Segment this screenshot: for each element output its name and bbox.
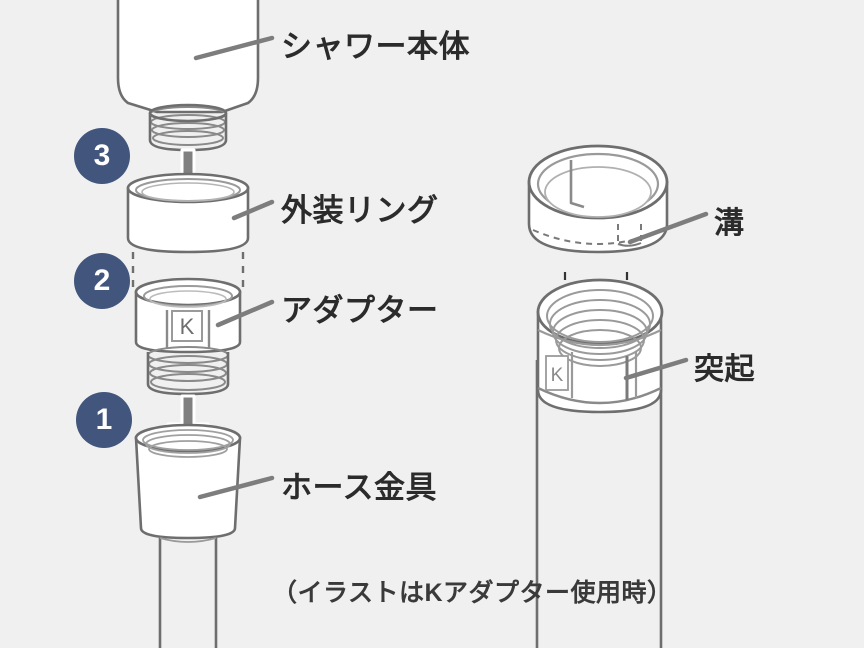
detail-outer-ring xyxy=(527,144,669,254)
adapter-threads xyxy=(147,346,229,391)
label-adapter: アダプター xyxy=(281,293,439,328)
shower-body-part xyxy=(116,0,260,152)
label-outer-ring: 外装リング xyxy=(281,193,439,228)
detail-adapter: K xyxy=(535,278,664,648)
label-shower-body: シャワー本体 xyxy=(281,29,470,64)
leader-lines-detail xyxy=(623,211,709,381)
illustration-caption: （イラストはKアダプター使用時） xyxy=(272,579,673,607)
leader-lines-main xyxy=(193,35,275,500)
label-groove: 溝 xyxy=(714,207,745,240)
adapter-k-marking-main: K xyxy=(180,314,195,339)
alignment-guides-main xyxy=(131,252,245,290)
hose-fitting-threads xyxy=(142,429,234,458)
step-badge-1: 1 xyxy=(76,392,132,448)
outer-ring-part xyxy=(126,172,250,254)
step-badge-3: 3 xyxy=(74,128,130,184)
hose-fitting-part xyxy=(134,423,242,648)
step-badge-2: 2 xyxy=(74,253,130,309)
adapter-part: K xyxy=(134,277,242,396)
label-hose-fitting: ホース金具 xyxy=(281,470,437,505)
label-protrusion: 突起 xyxy=(694,353,755,386)
adapter-k-marking-detail: K xyxy=(551,365,564,386)
